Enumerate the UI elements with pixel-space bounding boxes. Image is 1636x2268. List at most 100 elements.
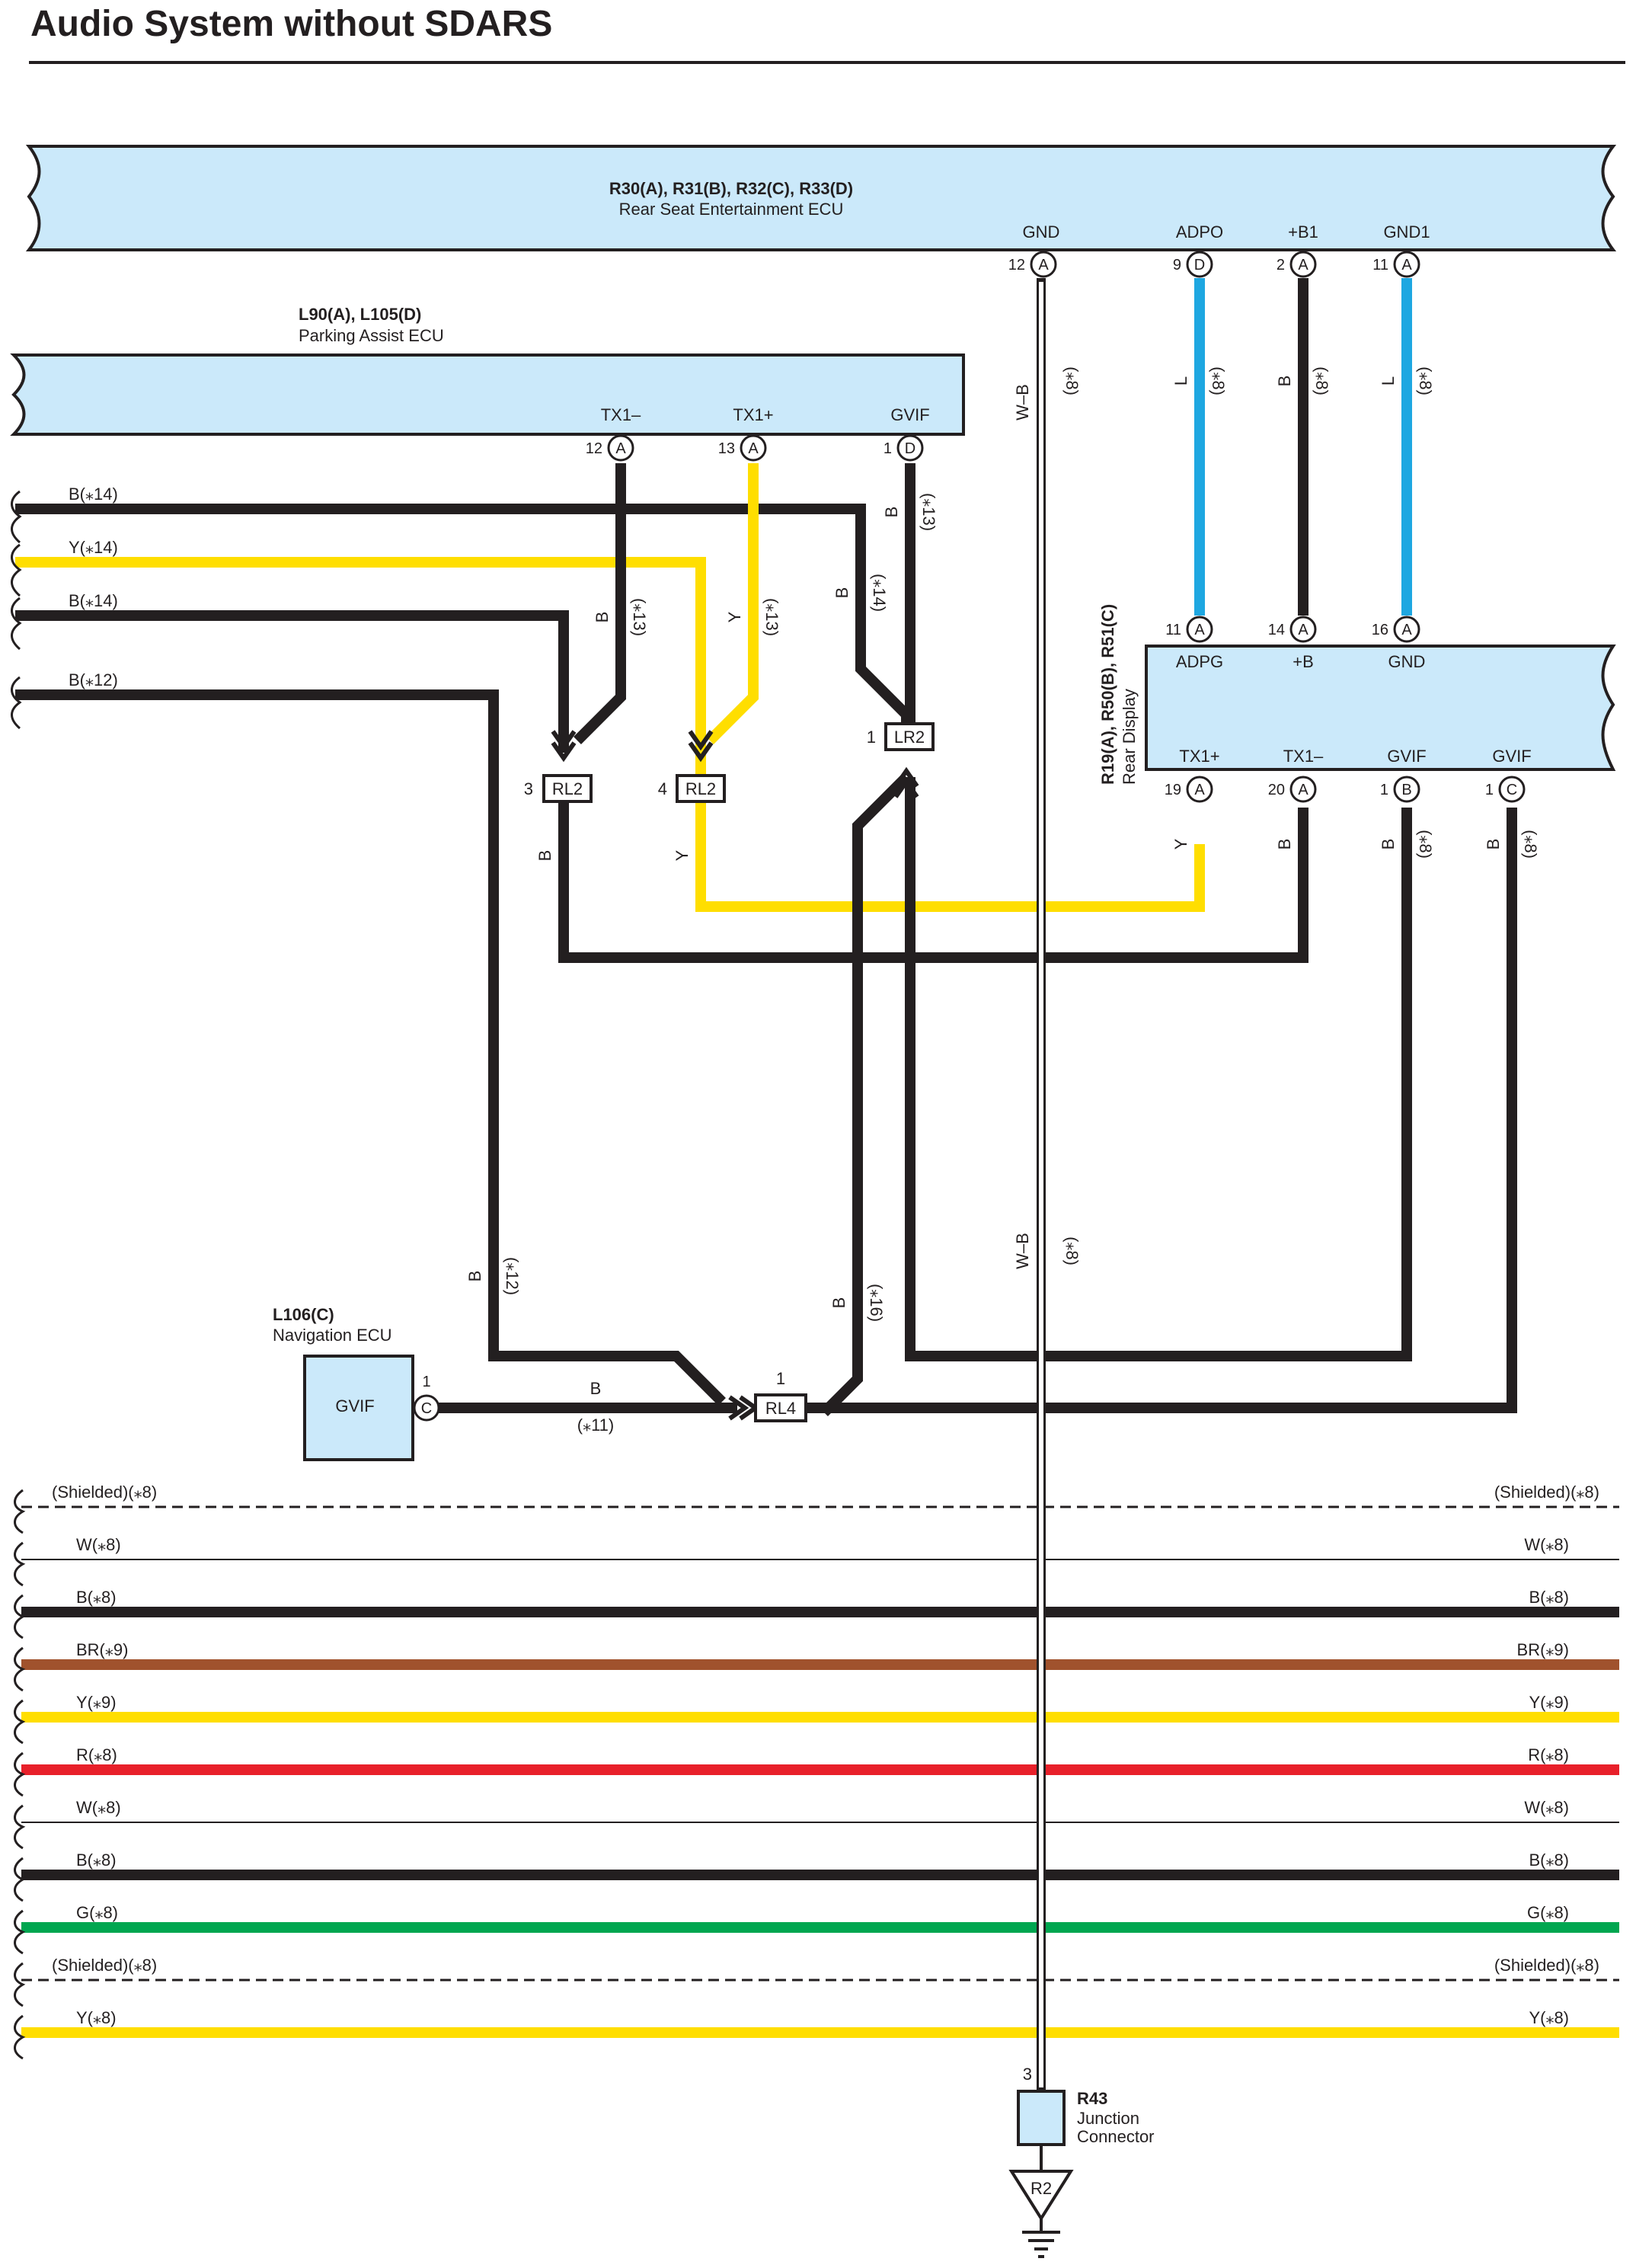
rd-pin-gvifc-label: GVIF — [1492, 747, 1531, 766]
parking-pin-gvif-conn: D — [905, 440, 915, 457]
parking-pin-tx1m-label: TX1– — [601, 405, 641, 424]
parking-pin-tx1p-num: 13 — [718, 440, 735, 457]
rd-pin-tx1p[interactable] — [1186, 776, 1213, 803]
bus-label-right-5: Y(⁎9) — [1529, 1693, 1569, 1712]
rse-pin-gnd1[interactable] — [1393, 251, 1420, 278]
left-wire-2-label: Y(⁎14) — [69, 538, 118, 557]
connector-rl4-label: RL4 — [765, 1399, 796, 1418]
rse-ecu-name: Rear Seat Entertainment ECU — [619, 200, 844, 219]
rd-pin-adpg-num: 11 — [1165, 622, 1181, 638]
ground-label: R2 — [1030, 2179, 1052, 2198]
rd-pin-gnd[interactable] — [1393, 616, 1420, 643]
bus-label-left-3: B(⁎8) — [76, 1588, 117, 1607]
connector-rl2-b[interactable] — [676, 774, 726, 803]
rd-pin-adpg[interactable] — [1186, 616, 1213, 643]
connector-rl2-a[interactable] — [542, 774, 593, 803]
wire-tx1m-parking[interactable] — [574, 463, 626, 744]
nav-pin-conn: C — [421, 1400, 432, 1417]
rd-gvifb-color: B — [1379, 839, 1398, 850]
rd-pin-adpg-conn: A — [1194, 622, 1205, 638]
parking-pin-gvif-num: 1 — [884, 440, 892, 457]
adpo-wire-color: L — [1171, 376, 1190, 385]
connector-lr2-label: LR2 — [894, 728, 925, 747]
break-1 — [11, 490, 22, 544]
bus-label-right-6: R(⁎8) — [1528, 1745, 1569, 1764]
rd-pin-gnd-num: 16 — [1372, 622, 1388, 638]
rear-display-box[interactable] — [1145, 645, 1616, 771]
wire-rl2-rd-tx1m[interactable] — [558, 802, 1308, 963]
gvif-wire-color: B — [882, 507, 901, 518]
connector-rl4[interactable] — [754, 1393, 807, 1422]
bus-label-left-10: (Shielded)(⁎8) — [52, 1956, 157, 1975]
parking-ecu-box[interactable] — [10, 353, 965, 436]
parking-ecu-code: L90(A), L105(D) — [299, 305, 421, 324]
nav-ecu-name: Navigation ECU — [273, 1326, 392, 1345]
wire-tx1p-parking[interactable] — [706, 463, 759, 744]
arrow-rl4-1 — [728, 1395, 749, 1421]
left-wire-3-label: B(⁎14) — [69, 591, 118, 610]
bus-break-3 — [14, 1594, 26, 1639]
rd-gvifb-note: (⁎8) — [1416, 830, 1435, 859]
junction-connector-box[interactable] — [1017, 2090, 1066, 2146]
rd-pin-gvifb[interactable] — [1393, 776, 1420, 803]
wire-b16[interactable] — [820, 773, 910, 1416]
gnd-wire-color: W–B — [1013, 384, 1032, 421]
bus-label-left-11: Y(⁎8) — [76, 2008, 117, 2027]
arrow-rl2a-2 — [551, 741, 577, 763]
rd-pin-b[interactable] — [1289, 616, 1317, 643]
connector-rl2-b-pin: 4 — [658, 779, 667, 798]
rse-pin-adpo-conn: D — [1194, 257, 1205, 274]
bus-label-right-2: W(⁎8) — [1524, 1535, 1569, 1554]
gnd1-wire-note: (⁎8) — [1416, 366, 1435, 395]
bus-lines: (Shielded)(⁎8)(Shielded)(⁎8)W(⁎8)W(⁎8)B(… — [14, 1483, 1619, 2060]
wire-rd-gvifb[interactable] — [905, 777, 1412, 1361]
b1-wire-note: (⁎8) — [1312, 366, 1331, 395]
parking-pin-tx1p-conn: A — [748, 440, 759, 457]
rse-pin-adpo[interactable] — [1186, 251, 1213, 278]
junction-name-2: Connector — [1077, 2127, 1155, 2146]
b12-wire-color: B — [465, 1271, 484, 1282]
page-title: Audio System without SDARS — [30, 4, 553, 44]
rd-pin-gvifc[interactable] — [1498, 776, 1526, 803]
nav-wire-note: (⁎11) — [577, 1416, 615, 1435]
wire-b14-lower[interactable] — [15, 610, 569, 753]
rse-pin-b1-conn: A — [1298, 257, 1308, 274]
rse-pin-b1[interactable] — [1289, 251, 1317, 278]
junction-name-1: Junction — [1077, 2109, 1139, 2128]
tx1p-wire-note: (⁎13) — [762, 598, 781, 636]
arrow-rl2b-2 — [688, 741, 714, 763]
bus-label-right-8: B(⁎8) — [1529, 1851, 1569, 1870]
rd-pin-gnd-label: GND — [1388, 652, 1426, 671]
parking-pin-tx1m[interactable] — [607, 434, 634, 462]
nav-pin-gvif[interactable] — [413, 1394, 440, 1422]
bus-label-right-11: Y(⁎8) — [1529, 2008, 1569, 2027]
bus-break-4 — [14, 1646, 26, 1692]
rd-pin-tx1m[interactable] — [1289, 776, 1317, 803]
connector-lr2[interactable] — [884, 722, 935, 751]
rse-pin-gnd1-label: GND1 — [1383, 222, 1430, 242]
break-3 — [11, 597, 22, 651]
wire-b12[interactable] — [15, 689, 726, 1406]
junction-code: R43 — [1077, 2089, 1107, 2108]
rse-ecu-box[interactable] — [25, 145, 1617, 251]
bus-label-left-4: BR(⁎9) — [76, 1640, 128, 1659]
bus-label-left-9: G(⁎8) — [76, 1903, 118, 1922]
break-2 — [11, 543, 22, 597]
rd-pin-gvifc-num: 1 — [1485, 782, 1494, 798]
parking-pin-tx1p[interactable] — [740, 434, 767, 462]
parking-pin-tx1m-conn: A — [615, 440, 626, 457]
bus-label-right-1: (Shielded)(⁎8) — [1494, 1483, 1599, 1502]
rse-pin-gnd1-conn: A — [1401, 257, 1412, 274]
rse-pin-b1-num: 2 — [1277, 257, 1285, 274]
nav-ecu-box[interactable] — [303, 1355, 414, 1461]
parking-pin-gvif[interactable] — [896, 434, 924, 462]
rd-pin-tx1m-conn: A — [1298, 782, 1308, 798]
connector-lr2-pin: 1 — [867, 728, 876, 747]
gnd-lower-note: (⁎8) — [1062, 1236, 1082, 1265]
rse-pin-gnd[interactable] — [1030, 251, 1057, 278]
bus-break-2 — [14, 1541, 26, 1587]
rd-tx1p-color: Y — [1171, 838, 1190, 849]
tx1p-wire-color: Y — [725, 611, 744, 622]
bus-label-right-4: BR(⁎9) — [1517, 1640, 1569, 1659]
